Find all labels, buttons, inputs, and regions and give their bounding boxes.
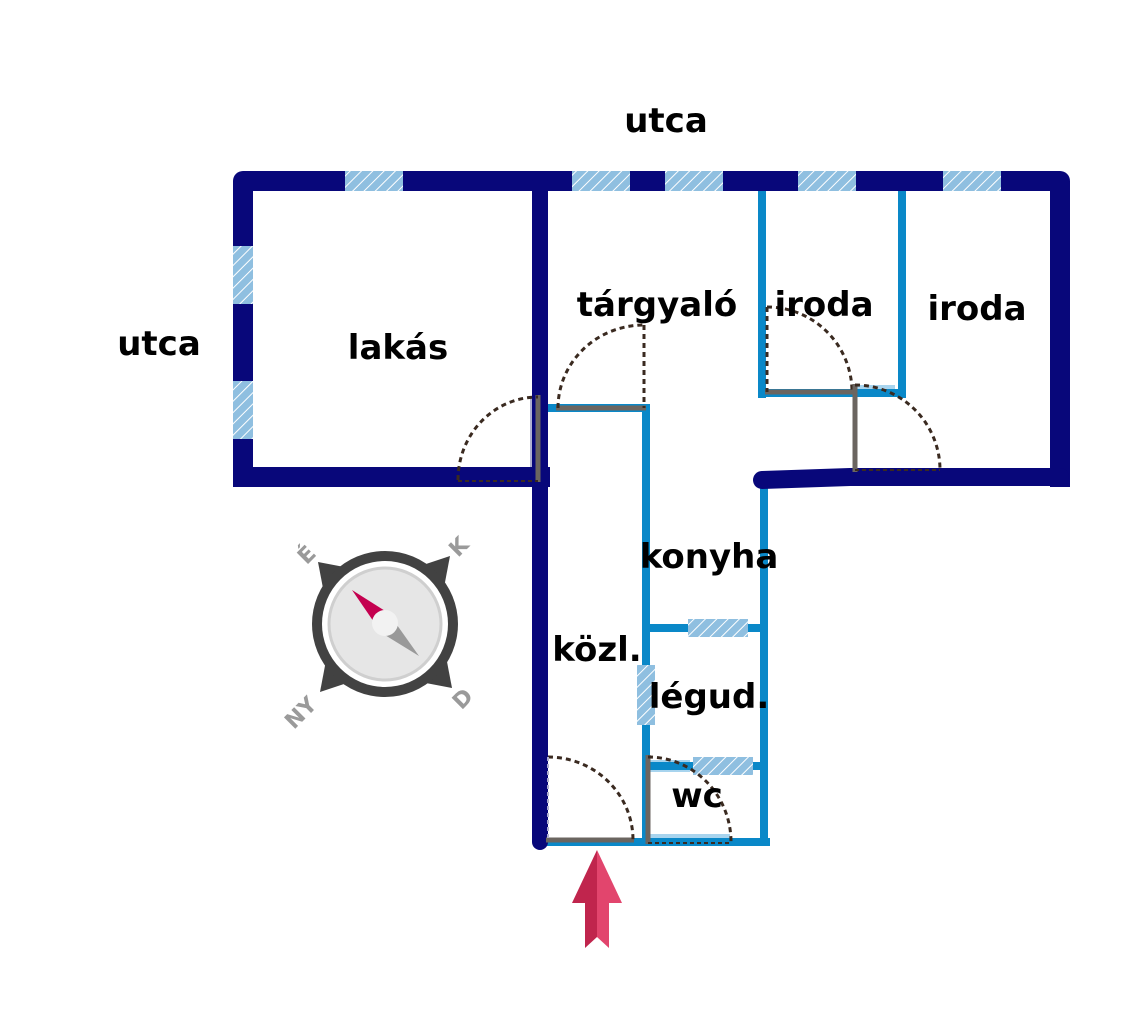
doors: [456, 305, 942, 844]
room-label-wc: wc: [671, 776, 723, 816]
compass: É K D NY: [280, 532, 478, 735]
room-label-lakas: lakás: [348, 328, 448, 368]
room-label-targyalo: tárgyaló: [577, 285, 737, 325]
room-label-iroda-1: iroda: [774, 285, 873, 325]
door-lakas: [456, 395, 541, 482]
room-label-konyha: konyha: [640, 537, 779, 577]
compass-label-west: NY: [280, 692, 323, 735]
door-iroda1: [765, 305, 854, 395]
room-label-kozl: közl.: [552, 630, 641, 670]
compass-label-north: É: [293, 541, 322, 570]
entrance-arrow-icon: [572, 850, 622, 948]
outer-walls: [233, 171, 1070, 850]
street-label-top: utca: [624, 101, 708, 141]
door-entrance: [546, 755, 635, 843]
door-wc: [645, 755, 733, 844]
door-iroda2: [852, 383, 942, 472]
compass-label-south: D: [448, 684, 479, 715]
room-label-legud: légud.: [649, 677, 770, 717]
door-targyalo: [556, 323, 646, 411]
street-label-left: utca: [117, 324, 201, 364]
inner-walls: [536, 181, 906, 846]
room-label-iroda-2: iroda: [927, 289, 1026, 329]
door-fills: [458, 385, 895, 842]
windows: [233, 171, 1001, 775]
